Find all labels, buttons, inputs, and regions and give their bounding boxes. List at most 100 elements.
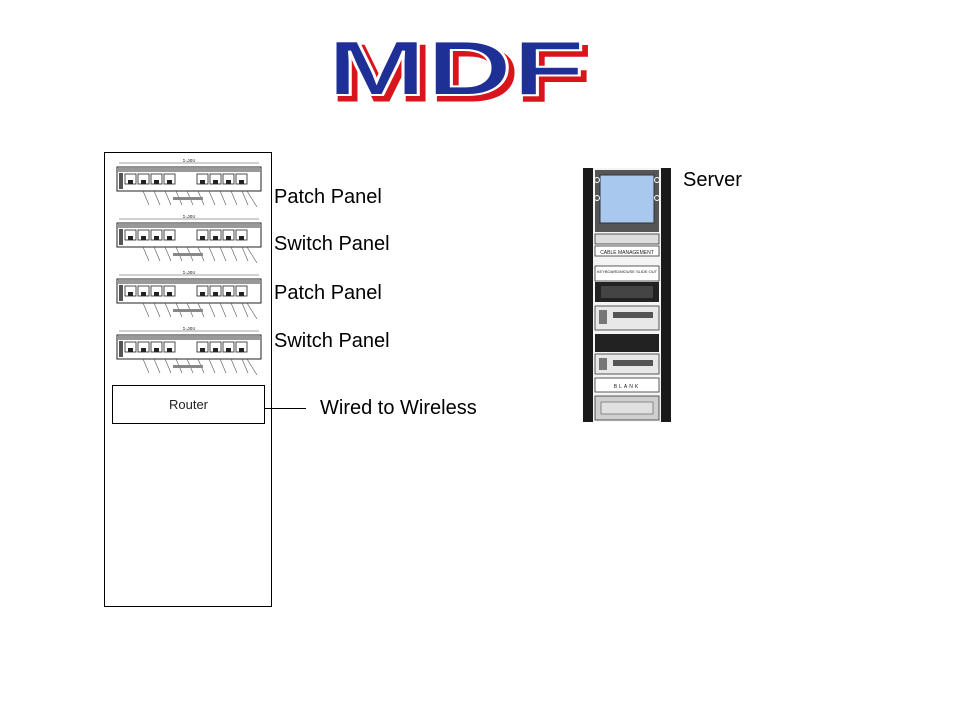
panel-svg: 5.380 <box>116 214 262 264</box>
port-latch <box>128 348 133 352</box>
patch-panel-label: Patch Panel <box>274 186 382 208</box>
cable-management-bar <box>594 245 660 257</box>
wireless-connector-line <box>264 408 306 409</box>
router-box: Router <box>112 385 265 424</box>
cable-line <box>241 302 249 318</box>
cable-line <box>153 358 161 374</box>
page-title: MDF <box>327 28 585 108</box>
panel-svg: 5.380 <box>116 158 262 208</box>
cable-line <box>142 190 150 206</box>
server-rail-right <box>661 168 671 422</box>
port-latch <box>239 236 244 240</box>
panel-tag <box>173 253 203 256</box>
port-latch <box>200 292 205 296</box>
server-tray <box>594 233 660 245</box>
cable-line <box>241 358 249 374</box>
cable-line <box>208 358 216 374</box>
port-latch <box>154 180 159 184</box>
server-drive-bay <box>599 358 607 370</box>
mount-hole-icon <box>594 177 600 183</box>
cable-line <box>153 190 161 206</box>
switch-panel-label: Switch Panel <box>274 330 390 352</box>
cable-management-label: CABLE MANAGEMENT <box>600 250 654 256</box>
server-drive-bay <box>613 360 653 366</box>
port-latch <box>200 236 205 240</box>
port-latch <box>226 180 231 184</box>
port-latch <box>226 236 231 240</box>
cable-line <box>230 190 238 206</box>
port-latch <box>200 180 205 184</box>
port-latch <box>141 236 146 240</box>
cable-line <box>219 246 227 262</box>
title-shadow: MDF <box>332 29 590 108</box>
port-latch <box>141 348 146 352</box>
mount-hole-icon <box>594 195 600 201</box>
cable-line <box>208 190 216 206</box>
port-latch <box>239 180 244 184</box>
cable-line <box>230 302 238 318</box>
switch-panel-label: Switch Panel <box>274 233 390 255</box>
port-latch <box>213 292 218 296</box>
port-latch <box>239 292 244 296</box>
cable-line <box>142 302 150 318</box>
cable-line <box>241 190 249 206</box>
port-latch <box>213 236 218 240</box>
panel-tag <box>173 309 203 312</box>
port-latch <box>239 348 244 352</box>
server-label: Server <box>683 169 742 191</box>
cable-line <box>246 190 258 208</box>
port-latch <box>167 348 172 352</box>
cable-line <box>153 246 161 262</box>
server-drive-bay <box>599 310 607 324</box>
panel-measure-label: 5.380 <box>183 215 196 220</box>
cable-line <box>246 302 258 320</box>
port-latch <box>213 180 218 184</box>
cable-line <box>219 358 227 374</box>
port-latch <box>154 236 159 240</box>
panel-top-strip <box>118 280 260 284</box>
port-latch <box>213 348 218 352</box>
cable-line <box>230 246 238 262</box>
port-latch <box>167 236 172 240</box>
cable-line <box>164 302 172 318</box>
port-latch <box>154 348 159 352</box>
server-screen <box>599 174 655 224</box>
patch-panel-graphic: 5.380 <box>113 158 265 209</box>
port-latch <box>128 292 133 296</box>
server-rack: CABLE MANAGEMENT KEYBOARD/MOUSE SLIDE OU… <box>583 168 671 422</box>
port-latch <box>128 180 133 184</box>
cable-line <box>246 246 258 264</box>
panel-svg: 5.380 <box>116 270 262 320</box>
port-latch <box>200 348 205 352</box>
panel-side-label <box>119 341 123 357</box>
server-unit <box>595 334 659 352</box>
panel-measure-label: 5.380 <box>183 271 196 276</box>
server-unit-vent <box>601 286 653 298</box>
patch-panel-graphic: 5.380 <box>113 270 265 321</box>
cable-line <box>164 190 172 206</box>
panel-measure-label: 5.380 <box>183 327 196 332</box>
cable-line <box>142 246 150 262</box>
cable-line <box>219 302 227 318</box>
switch-panel-graphic: 5.380 <box>113 214 265 265</box>
keyboard-slide-out-label: KEYBOARD/MOUSE SLIDE OUT <box>597 269 658 274</box>
panel-tag <box>173 197 203 200</box>
mount-hole-icon <box>654 177 660 183</box>
keyboard-slide-out <box>594 265 660 282</box>
cable-line <box>164 246 172 262</box>
mount-hole-icon <box>654 195 660 201</box>
network-rack: 5.380 5.380 5.380 5.380 Router <box>104 152 272 607</box>
port-latch <box>226 348 231 352</box>
panel-top-strip <box>118 168 260 172</box>
panel-measure-label: 5.380 <box>183 159 196 164</box>
cable-line <box>230 358 238 374</box>
wireless-label: Wired to Wireless <box>320 397 477 419</box>
blank-panel-label: BLANK <box>614 384 640 390</box>
router-label: Router <box>168 397 209 412</box>
cable-line <box>208 302 216 318</box>
port-latch <box>167 180 172 184</box>
server-drive-bay <box>613 312 653 318</box>
port-latch <box>141 180 146 184</box>
cable-line <box>219 190 227 206</box>
port-latch <box>128 236 133 240</box>
